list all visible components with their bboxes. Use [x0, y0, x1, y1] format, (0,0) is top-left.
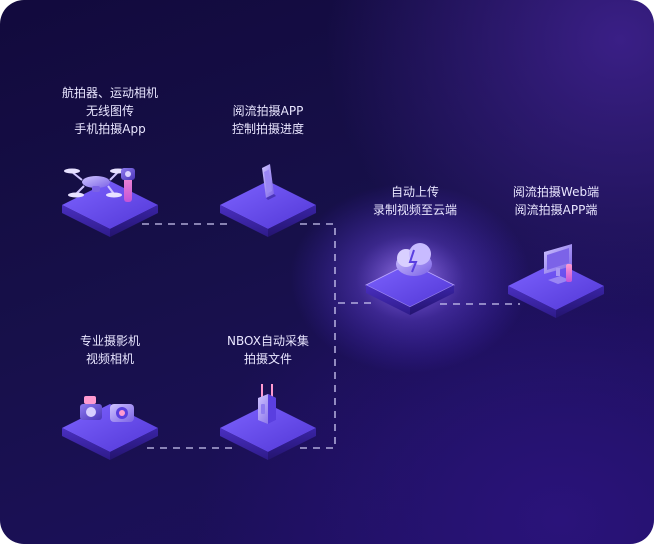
platform-drone — [62, 181, 158, 237]
phone-icon — [262, 164, 276, 200]
platform-phone — [220, 181, 316, 237]
label-drone-line-3: 手机拍摄App — [74, 122, 146, 136]
cloud-icon — [396, 243, 432, 276]
monitor-icon — [544, 244, 572, 284]
platform-cloud — [365, 262, 455, 315]
label-drone-line-1: 航拍器、运动相机 — [61, 86, 158, 100]
platform-nbox — [220, 404, 316, 460]
platform-web — [508, 262, 604, 318]
camera-icon — [80, 396, 134, 422]
drone-icon — [64, 168, 135, 202]
connector-phone-cloud — [300, 223, 372, 304]
label-camera-line-1: 专业摄影机 — [79, 334, 140, 348]
label-nbox-line-1: NBOX自动采集 — [227, 334, 309, 348]
label-camera: 专业摄影机 视频相机 — [40, 332, 180, 368]
label-drone-line-2: 无线图传 — [85, 104, 134, 118]
label-web: 阅流拍摄Web端 阅流拍摄APP端 — [486, 183, 626, 219]
label-phone-line-2: 控制拍摄进度 — [231, 122, 304, 136]
label-phone: 阅流拍摄APP 控制拍摄进度 — [198, 102, 338, 138]
label-drone: 航拍器、运动相机 无线图传 手机拍摄App — [40, 84, 180, 138]
connectors — [142, 223, 520, 449]
label-cloud-line-1: 自动上传 — [390, 185, 439, 199]
label-cloud-line-2: 录制视频至云端 — [372, 203, 457, 217]
label-web-line-2: 阅流拍摄APP端 — [514, 203, 598, 217]
label-nbox: NBOX自动采集 拍摄文件 — [198, 332, 338, 368]
label-nbox-line-2: 拍摄文件 — [243, 352, 292, 366]
label-cloud: 自动上传 录制视频至云端 — [345, 183, 485, 219]
router-icon — [258, 384, 276, 424]
label-camera-line-2: 视频相机 — [85, 352, 134, 366]
label-phone-line-1: 阅流拍摄APP — [232, 104, 304, 118]
label-web-line-1: 阅流拍摄Web端 — [512, 185, 600, 199]
